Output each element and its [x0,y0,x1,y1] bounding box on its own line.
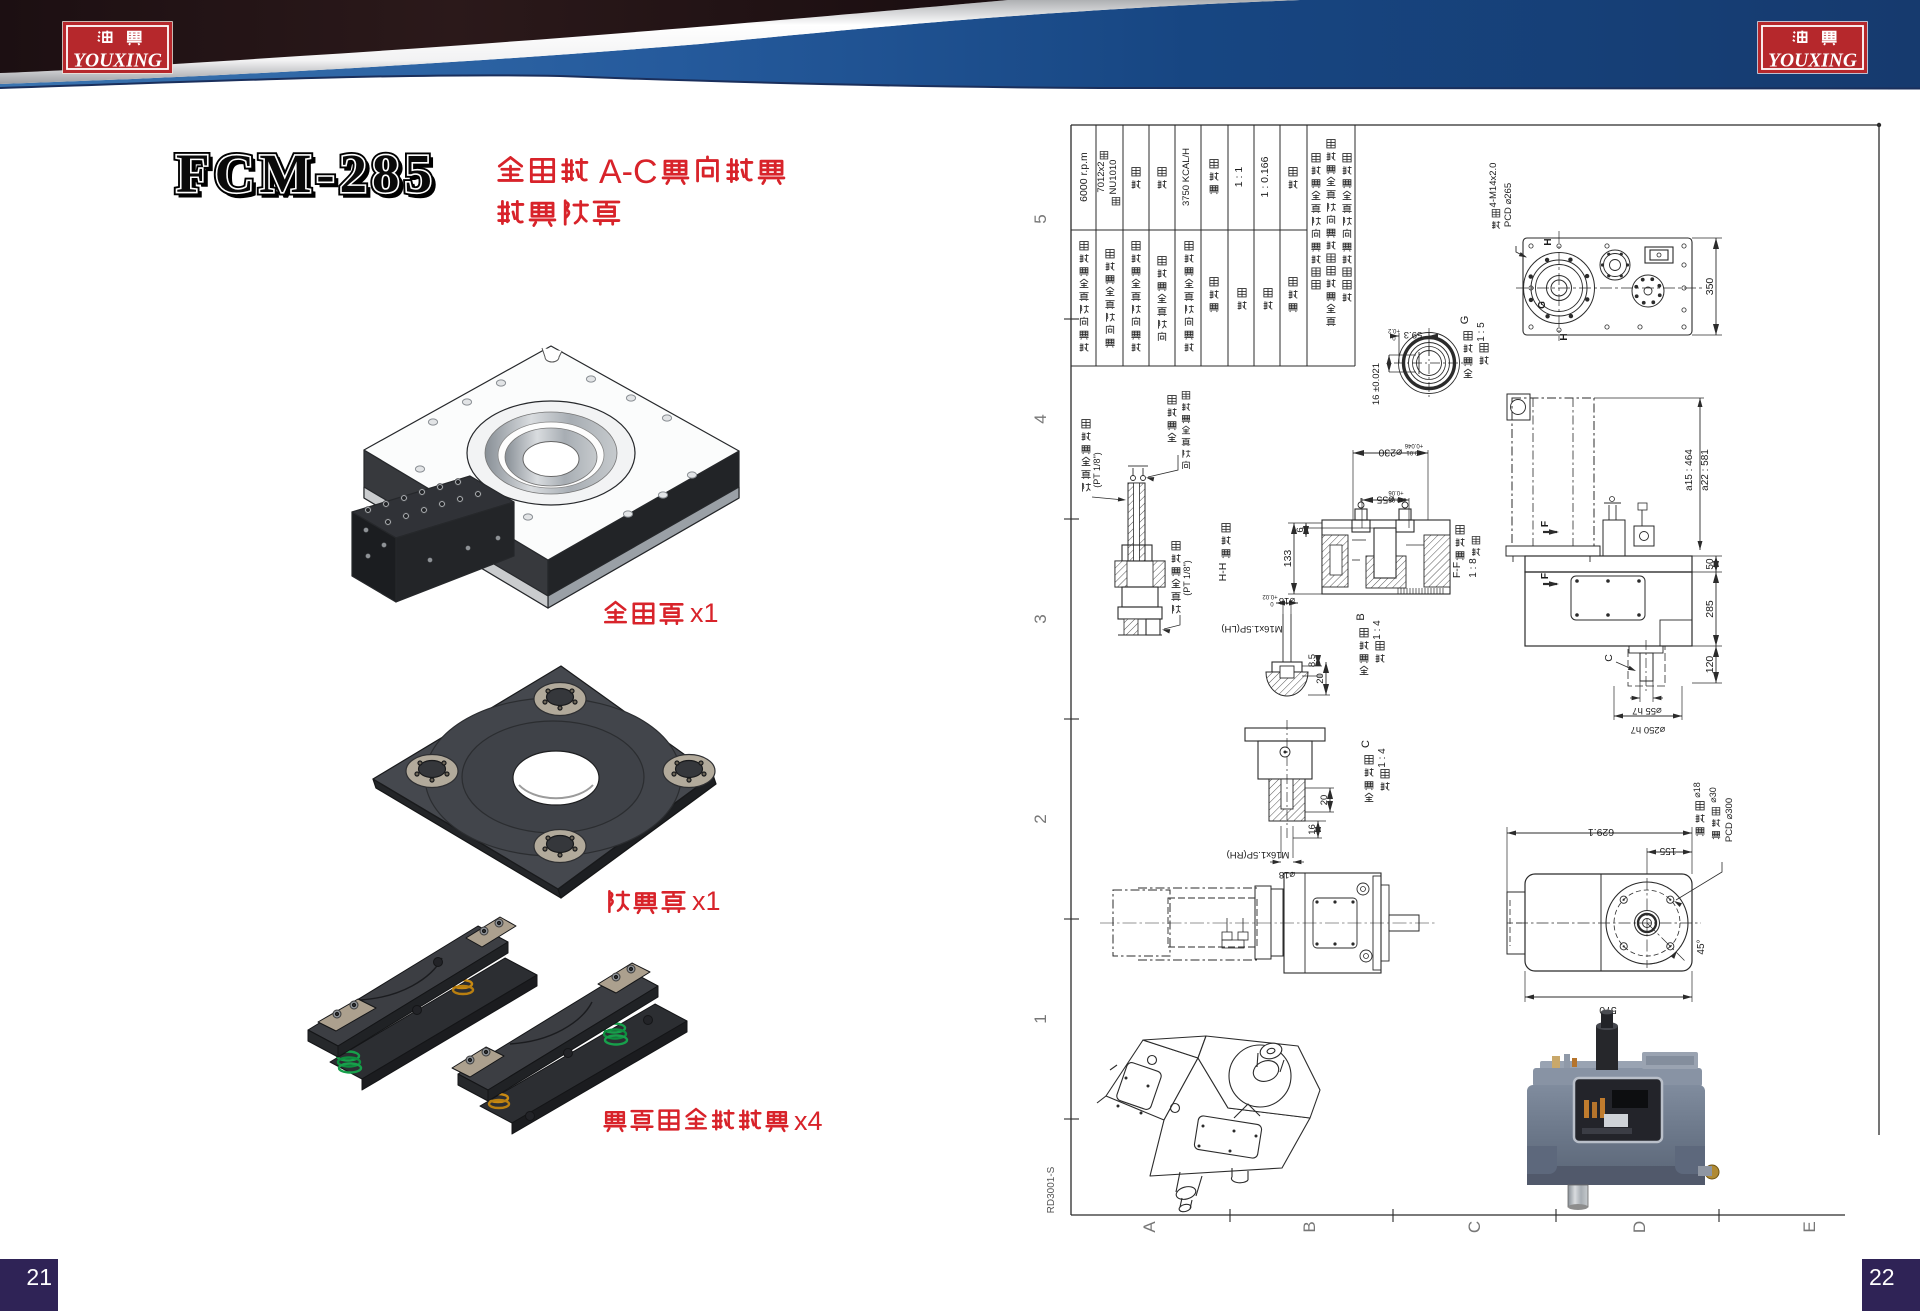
svg-text:20: 20 [1319,795,1330,806]
svg-text:4-M14x2.0: 4-M14x2.0 [1488,163,1499,208]
svg-text:120: 120 [1704,656,1716,674]
svg-text:x1: x1 [692,886,721,916]
svg-text:6: 6 [1295,527,1306,532]
svg-text:8.5: 8.5 [1307,654,1318,667]
svg-text:x1: x1 [690,598,719,628]
svg-text:B: B [1355,613,1367,620]
svg-text:59.3: 59.3 [1404,329,1423,340]
svg-text:D: D [1630,1221,1649,1233]
svg-text:G: G [1537,301,1548,309]
svg-text:B: B [1300,1221,1319,1232]
svg-text:RD3001-S: RD3001-S [1046,1166,1057,1213]
svg-text:155: 155 [1659,845,1676,856]
svg-text:G: G [1459,316,1471,325]
svg-text:0: 0 [1392,334,1396,340]
svg-text:A-C: A-C [599,153,658,191]
svg-text:50: 50 [1705,558,1716,570]
svg-text:133: 133 [1282,550,1294,568]
svg-text:H-H: H-H [1217,563,1229,582]
svg-text:629.1: 629.1 [1588,826,1614,838]
svg-text:350: 350 [1704,278,1716,296]
svg-text:M16x1.5P(RH): M16x1.5P(RH) [1227,849,1290,860]
svg-text:⌀250 h7: ⌀250 h7 [1631,724,1666,735]
svg-text:a15 : 464: a15 : 464 [1684,449,1695,491]
svg-text:C: C [1465,1221,1484,1233]
svg-text:1 : 4: 1 : 4 [1377,748,1388,768]
svg-text:x4: x4 [794,1106,823,1136]
svg-text:C: C [1360,740,1372,748]
svg-text:1 : 0.166: 1 : 0.166 [1259,156,1271,197]
svg-text:YOUXING: YOUXING [73,51,162,72]
svg-text:6000 r.p.m: 6000 r.p.m [1078,152,1090,202]
svg-text:H: H [1559,333,1570,340]
svg-text:(PT 1/8"): (PT 1/8") [1182,560,1192,596]
svg-text:NU1010: NU1010 [1108,160,1119,195]
svg-text:+0.05: +0.05 [1388,496,1404,502]
svg-text:1 : 4: 1 : 4 [1372,620,1383,640]
svg-text:⌀230: ⌀230 [1378,447,1402,459]
svg-text:F: F [1539,520,1551,527]
svg-text:PCD ⌀300: PCD ⌀300 [1724,798,1735,842]
svg-text:3750 KCAL/H: 3750 KCAL/H [1181,148,1192,206]
svg-text:a22 : 581: a22 : 581 [1700,449,1711,491]
svg-text:285: 285 [1704,600,1716,618]
svg-text:A: A [1140,1221,1159,1233]
svg-text:⌀18: ⌀18 [1279,869,1295,880]
svg-text:H: H [1543,238,1554,245]
svg-text:0: 0 [1270,600,1274,606]
svg-text:1 : 5: 1 : 5 [1476,322,1487,342]
svg-text:+0.02: +0.02 [1262,593,1278,599]
svg-text:⌀18: ⌀18 [1692,782,1702,797]
svg-text:45°: 45° [1696,939,1707,954]
svg-text:PCD ⌀265: PCD ⌀265 [1503,183,1514,227]
svg-text:2: 2 [1031,814,1050,823]
svg-text:20: 20 [1315,673,1326,684]
svg-text:16: 16 [1307,824,1318,835]
svg-text:+0.046: +0.046 [1404,442,1423,448]
svg-text:1 : 1: 1 : 1 [1233,167,1245,188]
svg-text:4: 4 [1031,414,1050,423]
svg-text:+0.01: +0.01 [1406,449,1422,455]
svg-text:M16x1.5P(LH): M16x1.5P(LH) [1221,623,1282,634]
svg-text:E: E [1800,1221,1819,1232]
svg-text:C: C [1603,654,1615,662]
svg-text:YOUXING: YOUXING [1768,51,1857,72]
svg-text:⌀55: ⌀55 [1376,494,1394,506]
svg-text:⌀30: ⌀30 [1708,787,1718,802]
svg-text:+0.06: +0.06 [1388,489,1404,495]
svg-text:F-F: F-F [1451,562,1463,578]
svg-text:5: 5 [1031,214,1050,223]
svg-text:1: 1 [1031,1014,1050,1023]
svg-text:16 ±0.021: 16 ±0.021 [1371,363,1382,405]
svg-text:1 : 8: 1 : 8 [1468,558,1479,578]
svg-text:(PT 1/8"): (PT 1/8") [1092,452,1102,488]
svg-text:⌀55 h7: ⌀55 h7 [1632,705,1662,716]
svg-text:7012x2: 7012x2 [1096,161,1107,192]
svg-text:F: F [1539,572,1551,579]
svg-text:⌀18: ⌀18 [1279,595,1295,606]
svg-text:+0.2: +0.2 [1387,327,1400,333]
svg-text:3: 3 [1031,614,1050,623]
